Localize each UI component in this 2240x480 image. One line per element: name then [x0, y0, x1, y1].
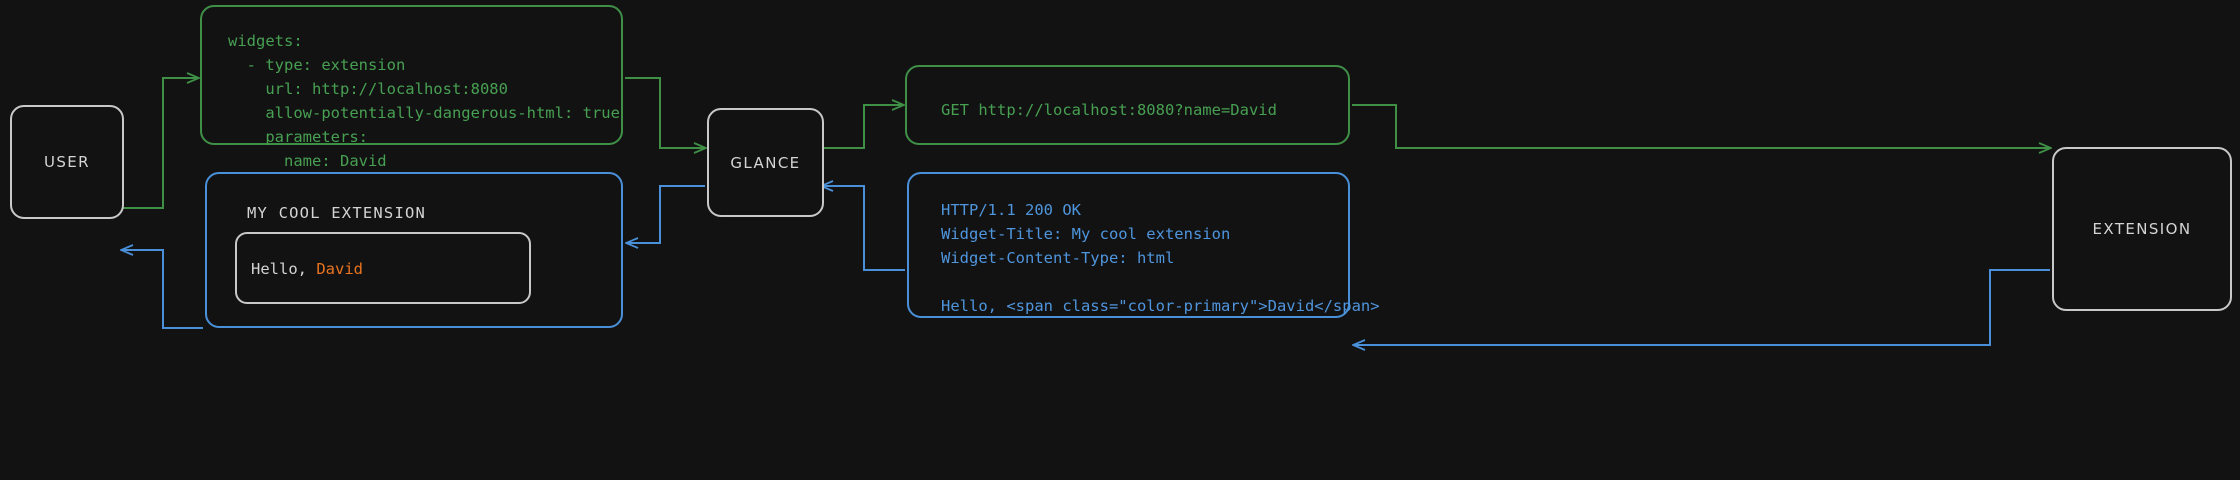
- edge-glance-to-request: [822, 105, 903, 149]
- http-response-text: HTTP/1.1 200 OK Widget-Title: My cool ex…: [941, 201, 1380, 316]
- message-http-request[interactable]: GET http://localhost:8080?name=David: [905, 65, 1350, 145]
- widget-body: Hello, David: [251, 260, 363, 278]
- widget-body-accent-name: David: [316, 260, 363, 278]
- edge-yaml-to-glance: [625, 77, 705, 148]
- widget-body-prefix: Hello,: [251, 260, 317, 278]
- node-glance[interactable]: GLANCE: [707, 108, 824, 217]
- edge-request-to-extension: [1352, 104, 2050, 148]
- message-yaml-config[interactable]: widgets: - type: extension url: http://l…: [200, 5, 623, 170]
- node-user[interactable]: USER: [10, 105, 124, 219]
- message-http-response[interactable]: HTTP/1.1 200 OK Widget-Title: My cool ex…: [907, 172, 1380, 318]
- yaml-config-text: widgets: - type: extension url: http://l…: [228, 32, 620, 171]
- edge-user-to-yaml: [120, 78, 198, 209]
- widget-content-card: Hello, David: [235, 232, 531, 304]
- node-glance-label: GLANCE: [730, 153, 801, 172]
- edge-glance-to-widget: [627, 185, 705, 243]
- edge-response-to-glance: [822, 186, 905, 271]
- node-user-label: USER: [43, 153, 90, 171]
- node-extension-label: EXTENSION: [2092, 220, 2192, 238]
- edge-extension-to-response: [1354, 269, 2050, 345]
- message-rendered-widget[interactable]: MY COOL EXTENSION Hello, David: [205, 172, 623, 328]
- edge-widget-to-user: [122, 250, 203, 329]
- node-extension[interactable]: EXTENSION: [2052, 147, 2232, 311]
- widget-title: MY COOL EXTENSION: [247, 204, 427, 222]
- http-request-text: GET http://localhost:8080?name=David: [941, 101, 1277, 119]
